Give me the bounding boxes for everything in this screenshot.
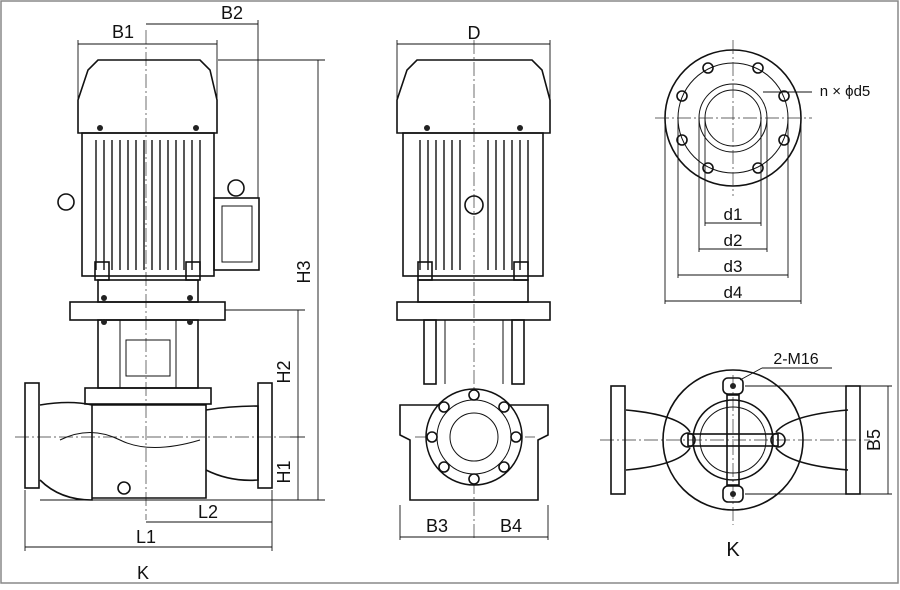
bolt-lug-top xyxy=(722,377,744,395)
terminal-box xyxy=(213,197,260,271)
label-b5: B5 xyxy=(864,429,884,451)
side-pump-body xyxy=(399,388,549,501)
plan-view: 2-M16 B5 K xyxy=(600,351,892,561)
flange-dimensions xyxy=(664,118,802,304)
bolt-hole xyxy=(676,134,688,146)
front-dimensions xyxy=(24,20,325,551)
label-b3: B3 xyxy=(426,516,448,536)
bolt-hole xyxy=(752,62,764,74)
label-d2: d2 xyxy=(724,231,743,250)
label-holes: n × ϕd5 xyxy=(820,83,871,100)
front-bracket xyxy=(69,279,226,389)
label-l1: L1 xyxy=(136,527,156,547)
bolt-hole xyxy=(676,90,688,102)
label-d4: d4 xyxy=(724,283,743,302)
front-pump-body xyxy=(24,382,273,501)
side-flange xyxy=(425,388,523,486)
label-d: D xyxy=(468,23,481,43)
front-motor-fins xyxy=(95,140,201,270)
side-motor xyxy=(396,59,551,281)
front-view: B1 B2 H3 H2 H1 L2 L1 K xyxy=(15,3,325,583)
bolt-hole xyxy=(752,162,764,174)
bolt-hole xyxy=(702,162,714,174)
bolt-hole xyxy=(778,90,790,102)
bolt-hole xyxy=(702,62,714,74)
label-front-k: K xyxy=(137,563,149,583)
side-motor-fins xyxy=(419,140,529,270)
bolt-hole xyxy=(778,134,790,146)
label-d3: d3 xyxy=(724,257,743,276)
label-h3: H3 xyxy=(294,260,314,283)
label-b1: B1 xyxy=(112,22,134,42)
label-h2: H2 xyxy=(274,360,294,383)
lifting-eye-left xyxy=(57,193,75,211)
bolt-lug-bottom xyxy=(722,485,744,503)
side-dimensions xyxy=(396,40,551,540)
plan-base xyxy=(662,369,804,511)
flange-detail: n × ϕd5 d1 d2 d3 d4 xyxy=(655,40,870,304)
label-b4: B4 xyxy=(500,516,522,536)
lifting-eye-right xyxy=(227,179,245,197)
label-h1: H1 xyxy=(274,460,294,483)
label-d1: d1 xyxy=(724,205,743,224)
label-b2: B2 xyxy=(221,3,243,23)
label-l2: L2 xyxy=(198,502,218,522)
front-motor xyxy=(57,59,260,281)
side-view: D B3 B4 xyxy=(396,23,551,540)
label-bolts: 2-M16 xyxy=(773,351,818,368)
label-plan-k: K xyxy=(726,539,740,561)
side-bracket xyxy=(396,279,551,385)
